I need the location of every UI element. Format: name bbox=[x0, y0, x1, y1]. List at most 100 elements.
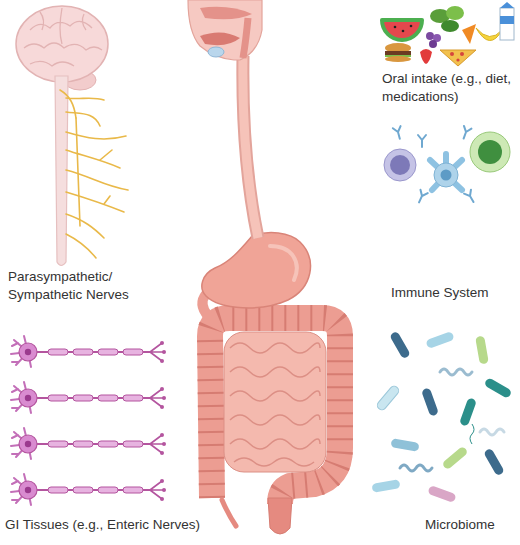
colon-figure bbox=[210, 318, 340, 504]
nerve-branches bbox=[66, 150, 120, 168]
part-label: GI Tissues (e.g., Enteric Nerves) bbox=[5, 516, 200, 534]
label-slot: Immune System bbox=[391, 284, 516, 302]
nerve-branches bbox=[66, 214, 104, 238]
small-intestine bbox=[230, 343, 320, 466]
food-group bbox=[462, 24, 476, 44]
nerve-branches bbox=[76, 118, 80, 226]
bacteria-group bbox=[475, 335, 489, 364]
label-slot: Microbiome bbox=[425, 516, 495, 534]
food-group bbox=[382, 20, 422, 40]
food-group bbox=[410, 25, 413, 28]
esophagus-figure bbox=[243, 56, 258, 238]
bacteria-group bbox=[376, 384, 401, 411]
label-slot: Parasympathetic/ Sympathetic Nerves bbox=[8, 268, 158, 303]
food-group bbox=[429, 40, 437, 48]
brain-figure bbox=[16, 6, 108, 266]
bacteria-group bbox=[421, 387, 439, 416]
bacteria-group bbox=[390, 438, 419, 452]
immune-cells bbox=[470, 132, 510, 172]
food-group bbox=[456, 58, 459, 61]
esophagus-figure bbox=[243, 56, 258, 238]
food-group bbox=[382, 2, 514, 66]
part-label: Immune System bbox=[391, 284, 516, 302]
nerve-branches bbox=[66, 112, 100, 126]
colon-figure bbox=[210, 318, 340, 504]
colon-figure bbox=[210, 318, 340, 534]
food-group bbox=[500, 8, 514, 40]
food-group bbox=[500, 2, 514, 8]
bacteria-group bbox=[440, 369, 472, 375]
stomach-figure bbox=[202, 233, 311, 316]
immune-cells bbox=[415, 190, 427, 204]
bacteria-group bbox=[459, 397, 477, 426]
food-group bbox=[476, 28, 502, 41]
neuron-group bbox=[11, 336, 166, 505]
head-figure bbox=[243, 18, 248, 58]
immune-cells bbox=[464, 190, 477, 204]
head-figure bbox=[200, 32, 240, 45]
food-group bbox=[460, 52, 464, 56]
nerve-branches bbox=[66, 170, 128, 190]
nerve-branches bbox=[66, 234, 96, 258]
esophagus-figure bbox=[243, 56, 258, 238]
bacteria-group bbox=[389, 331, 411, 360]
nerve-branches bbox=[60, 90, 128, 258]
brain-figure bbox=[16, 6, 108, 82]
food-group bbox=[402, 30, 405, 33]
neuron-group bbox=[11, 428, 166, 459]
bacteria-group bbox=[470, 424, 474, 444]
bacteria-group bbox=[400, 465, 432, 471]
bacteria-group bbox=[371, 331, 512, 503]
stomach-figure bbox=[202, 233, 311, 308]
head-figure bbox=[188, 0, 262, 60]
bacteria-group bbox=[484, 377, 513, 399]
food-group bbox=[446, 6, 464, 20]
food-group bbox=[420, 49, 432, 64]
small-intestine bbox=[224, 332, 326, 472]
food-group bbox=[450, 52, 454, 56]
immune-cells bbox=[441, 170, 452, 181]
food-group bbox=[385, 56, 411, 62]
bacteria-group bbox=[483, 448, 505, 477]
label-slot: Oral intake (e.g., diet, medications) bbox=[382, 70, 516, 105]
food-group bbox=[440, 50, 476, 66]
bacteria-group bbox=[480, 429, 504, 435]
head-figure bbox=[208, 47, 224, 57]
food-group bbox=[426, 32, 434, 40]
immune-cells bbox=[434, 163, 458, 187]
bacteria-group bbox=[441, 446, 468, 471]
stomach-figure bbox=[270, 246, 297, 280]
bacteria-group bbox=[425, 331, 454, 349]
nerve-branches bbox=[66, 132, 126, 139]
colon-figure bbox=[268, 498, 292, 534]
immune-cells bbox=[478, 140, 502, 164]
neuron-group bbox=[11, 382, 166, 413]
part-label: Microbiome bbox=[425, 516, 495, 534]
immune-cells bbox=[430, 154, 462, 190]
neuron-group bbox=[11, 336, 166, 367]
brain-figure bbox=[24, 8, 102, 66]
food-group bbox=[385, 51, 411, 55]
colon-figure bbox=[222, 500, 236, 526]
part-label: Parasympathetic/ Sympathetic Nerves bbox=[8, 268, 158, 303]
bacteria-group bbox=[427, 485, 456, 503]
immune-cells bbox=[418, 135, 426, 147]
bacteria-group bbox=[371, 479, 400, 493]
nerve-branches bbox=[66, 98, 104, 100]
small-intestine bbox=[224, 332, 326, 472]
part-label: Oral intake (e.g., diet, medications) bbox=[382, 70, 516, 105]
head-figure bbox=[200, 7, 252, 19]
food-group bbox=[394, 26, 397, 29]
immune-cells bbox=[384, 126, 510, 204]
label-slot: GI Tissues (e.g., Enteric Nerves) bbox=[5, 516, 200, 534]
neuron-group bbox=[11, 474, 166, 505]
nerve-branches bbox=[60, 90, 76, 118]
immune-cells bbox=[390, 155, 410, 175]
nerve-branches bbox=[66, 192, 124, 212]
immune-cells bbox=[460, 126, 472, 140]
food-group bbox=[441, 20, 459, 32]
head-figure bbox=[188, 0, 262, 60]
food-group bbox=[500, 16, 514, 24]
